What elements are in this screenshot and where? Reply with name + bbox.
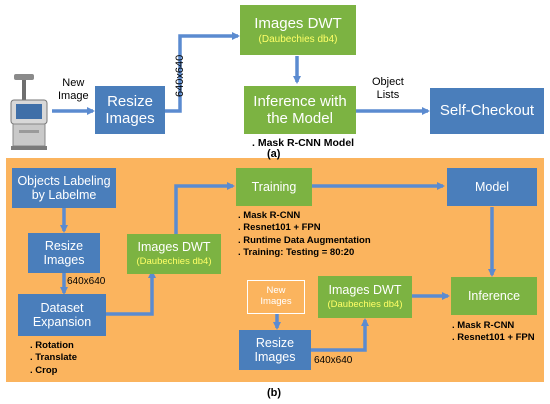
training-note-item: . Training: Testing = 80:20: [238, 247, 355, 259]
images-dwt-title-b2: Images DWT: [328, 283, 402, 298]
self-checkout-kiosk-icon: [10, 74, 48, 150]
size-label-b2: 640x640: [314, 355, 353, 366]
size-label-a: 640x640: [174, 54, 186, 97]
caption-a: (a): [267, 148, 281, 160]
inference-notes: . Mask R-CNN . Resnet101 + FPN: [452, 320, 535, 345]
training-note-item: . Runtime Data Augmentation: [238, 234, 371, 246]
images-dwt-box-a: Images DWT (Daubechies db4): [240, 5, 356, 55]
expansion-note-item: . Translate: [30, 352, 77, 364]
inference-note-item: . Mask R-CNN: [452, 320, 515, 331]
arrow-resize-to-dwt: [164, 32, 240, 113]
images-dwt-subtitle-a: (Daubechies db4): [258, 33, 338, 45]
arrow-dwt-to-training: [174, 182, 235, 234]
training-box: Training: [236, 168, 312, 206]
images-dwt-box-b2: Images DWT (Daubechies db4): [318, 276, 412, 318]
dataset-expansion-box: Dataset Expansion: [18, 294, 106, 336]
model-box: Model: [447, 168, 537, 206]
images-dwt-subtitle-b2: (Daubechies db4): [327, 298, 403, 310]
images-dwt-subtitle-b1: (Daubechies db4): [136, 255, 212, 267]
training-notes: . Mask R-CNN . Resnet101 + FPN . Runtime…: [238, 210, 371, 259]
arrow-expansion-to-dwt: [105, 270, 156, 316]
images-dwt-title-a: Images DWT: [254, 14, 342, 32]
new-images-box: New Images: [247, 280, 305, 314]
images-dwt-box-b1: Images DWT (Daubechies db4): [127, 234, 221, 274]
arrow-resize-to-dwt2: [311, 318, 369, 352]
expansion-note-item: . Rotation: [30, 340, 74, 351]
resize-images-box: Resize Images: [95, 86, 165, 134]
objects-labeling-box: Objects Labeling by Labelme: [12, 168, 116, 208]
size-label-b1: 640x640: [67, 276, 106, 287]
inference-with-model-box: Inference with the Model: [244, 86, 356, 134]
images-dwt-title-b1: Images DWT: [137, 240, 211, 255]
training-note-item: . Mask R-CNN: [238, 210, 301, 221]
inference-note-item: . Resnet101 + FPN: [452, 332, 535, 344]
expansion-notes: . Rotation . Translate . Crop: [30, 340, 77, 377]
caption-b: (b): [267, 387, 282, 399]
resize-images-box-b1: Resize Images: [28, 233, 100, 273]
training-note-item: . Resnet101 + FPN: [238, 222, 321, 234]
self-checkout-box: Self-Checkout: [430, 88, 544, 134]
mask-rcnn-model-note: . Mask R-CNN Model: [252, 137, 355, 149]
expansion-note-item: . Crop: [30, 364, 58, 376]
inference-box-b: Inference: [451, 277, 537, 315]
new-image-label: New Image: [58, 77, 89, 103]
resize-images-box-b2: Resize Images: [239, 330, 311, 370]
object-lists-label: Object Lists: [372, 76, 404, 102]
